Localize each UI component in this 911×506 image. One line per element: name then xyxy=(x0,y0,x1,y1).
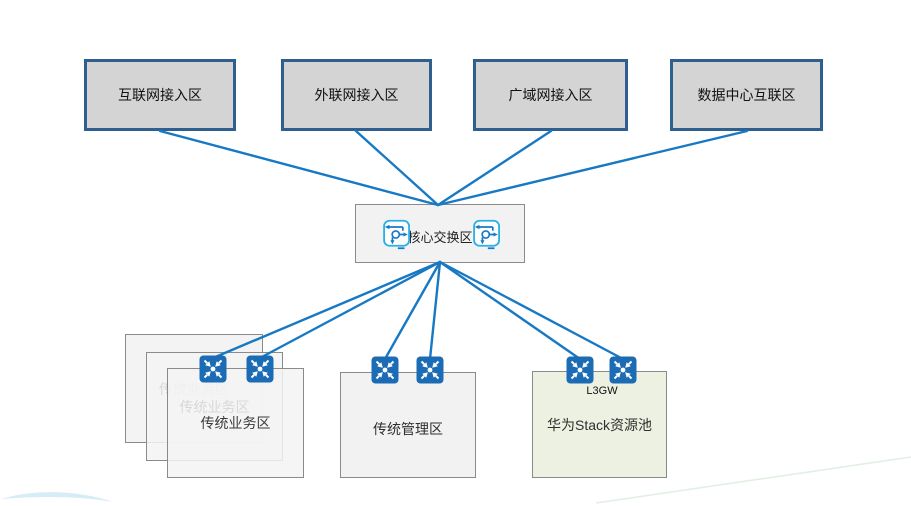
switch-icon xyxy=(246,355,274,383)
switch-icon xyxy=(566,356,594,384)
zone-label: 数据中心互联区 xyxy=(697,87,796,103)
zone-label: 外联网接入区 xyxy=(314,87,399,103)
zone-box-extranet-access: 外联网接入区 xyxy=(281,59,432,131)
management-zone-label: 传统管理区 xyxy=(373,421,443,437)
switch-icon xyxy=(609,356,637,384)
router-icon xyxy=(473,219,501,250)
l3gw-label: L3GW xyxy=(586,385,618,397)
zone-box-internet-access: 互联网接入区 xyxy=(84,59,236,131)
zone-box-wan-access: 广域网接入区 xyxy=(473,59,628,131)
stack-pool-label: 华为Stack资源池 xyxy=(546,417,652,433)
zone-box-datacenter-interconnect: 数据中心互联区 xyxy=(670,59,823,131)
switch-icon xyxy=(199,355,227,383)
business-zone-label: 传统业务区 xyxy=(200,415,271,431)
switch-icon xyxy=(416,356,444,384)
management-zone: 传统管理区 xyxy=(340,372,476,478)
background-swoosh xyxy=(1,492,113,502)
router-icon xyxy=(383,219,411,250)
core-switch-zone: 核心交换区 xyxy=(355,204,525,263)
zone-label: 广域网接入区 xyxy=(508,87,593,103)
business-zone-front-card: 传统业务区 xyxy=(167,368,304,478)
switch-icon xyxy=(371,356,399,384)
zone-label: 互联网接入区 xyxy=(118,87,202,103)
core-zone-label: 核心交换区 xyxy=(407,230,473,245)
